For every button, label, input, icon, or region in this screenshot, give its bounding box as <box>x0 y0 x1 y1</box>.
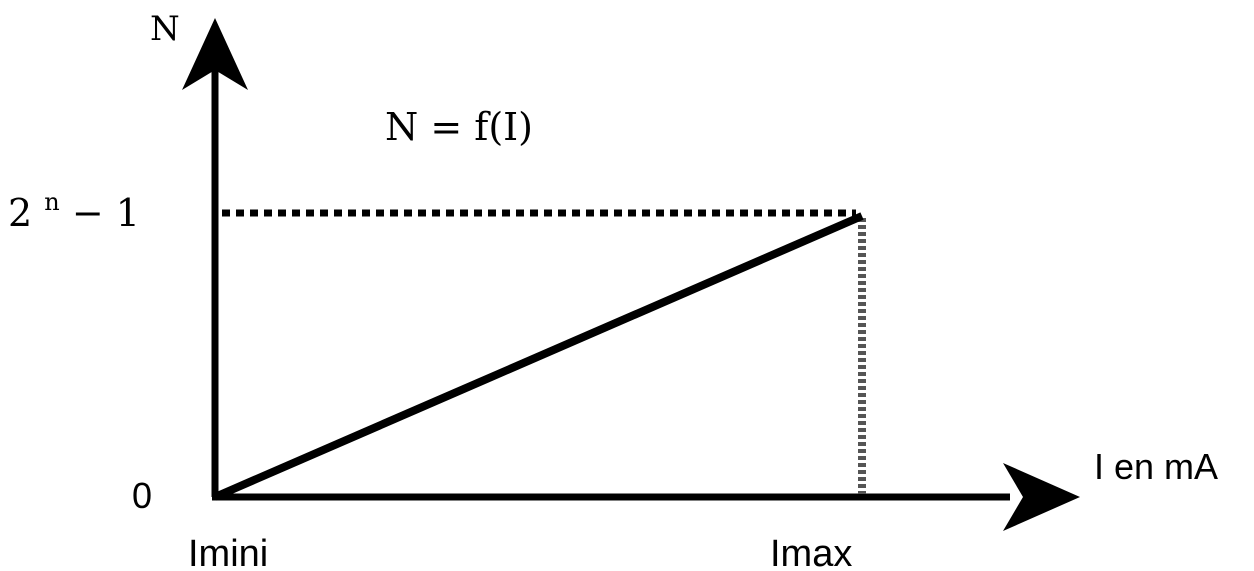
y-axis-arrowhead <box>182 18 248 90</box>
x-max-label: Imax <box>770 533 852 571</box>
formula-label: N = f(I) <box>385 105 533 149</box>
x-axis-arrowhead <box>1003 463 1080 531</box>
y-max-exponent: n <box>44 188 59 216</box>
transfer-function-line <box>213 212 864 501</box>
y-axis-label: N <box>150 9 180 49</box>
y-max-base: 2 <box>8 191 32 235</box>
x-min-label: Imini <box>188 533 268 571</box>
y-max-label: 2 n − 1 <box>8 175 140 235</box>
y-zero-label: 0 <box>132 475 152 516</box>
x-axis-label: I en mA <box>1094 446 1218 487</box>
y-max-rest: − 1 <box>72 191 140 235</box>
